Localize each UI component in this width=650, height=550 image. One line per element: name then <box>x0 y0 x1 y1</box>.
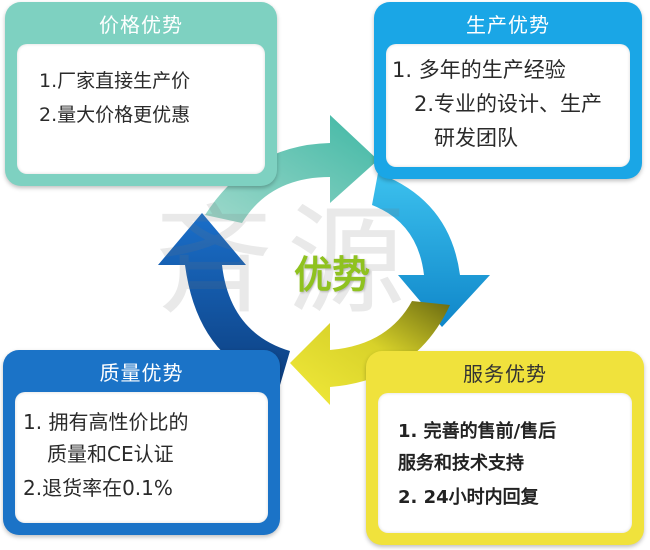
arrow-right-cyan <box>372 173 490 327</box>
quality-line-1: 1. 拥有高性价比的 <box>23 410 189 434</box>
service-card-body: 1. 完善的售前/售后 服务和技术支持 2. 24小时内回复 <box>378 393 632 533</box>
quality-card-title: 质量优势 <box>99 360 184 385</box>
service-line-2: 服务和技术支持 <box>398 453 524 474</box>
service-card-title: 服务优势 <box>463 361 547 386</box>
quality-line-3: 2.退货率在0.1% <box>23 476 173 500</box>
service-line-3: 2. 24小时内回复 <box>398 487 539 508</box>
arrow-bottom-yellow <box>290 301 450 405</box>
production-line-1: 1. 多年的生产经验 <box>392 58 566 82</box>
center-label: 优势 <box>293 253 370 297</box>
service-advantage-card: 服务优势 1. 完善的售前/售后 服务和技术支持 2. 24小时内回复 <box>366 351 644 545</box>
arrow-top-teal <box>205 115 378 223</box>
production-advantage-card: 生产优势 1. 多年的生产经验 2.专业的设计、生产 研发团队 <box>374 2 642 179</box>
quality-line-2: 质量和CE认证 <box>47 442 174 466</box>
watermark: 斉源 <box>155 192 420 330</box>
production-line-2: 2.专业的设计、生产 <box>414 92 603 116</box>
quality-advantage-card: 质量优势 1. 拥有高性价比的 质量和CE认证 2.退货率在0.1% <box>3 350 280 535</box>
cycle-arrows <box>158 115 490 405</box>
arrow-left-blue <box>158 213 290 385</box>
price-advantage-card: 价格优势 1.厂家直接生产价 2.量大价格更优惠 <box>5 2 277 186</box>
production-line-3: 研发团队 <box>434 126 518 150</box>
price-card-title: 价格优势 <box>99 12 183 37</box>
quality-card-body: 1. 拥有高性价比的 质量和CE认证 2.退货率在0.1% <box>15 392 268 523</box>
service-line-1: 1. 完善的售前/售后 <box>398 421 557 442</box>
price-card-body: 1.厂家直接生产价 2.量大价格更优惠 <box>17 44 265 174</box>
price-line-1: 1.厂家直接生产价 <box>39 70 191 92</box>
price-line-2: 2.量大价格更优惠 <box>39 104 191 126</box>
production-card-body: 1. 多年的生产经验 2.专业的设计、生产 研发团队 <box>386 44 630 167</box>
production-card-title: 生产优势 <box>466 12 550 37</box>
